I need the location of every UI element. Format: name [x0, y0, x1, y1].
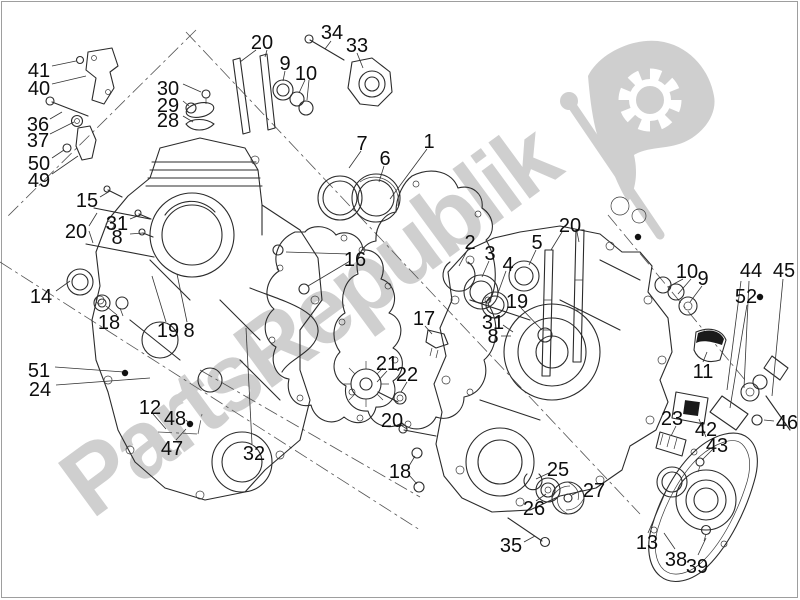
leader-lines	[49, 40, 784, 556]
mount-bracket-drawing	[45, 47, 119, 161]
part-callout-3: 3	[484, 243, 495, 265]
part-callout-18: 18	[98, 312, 120, 334]
part-callout-21: 21	[376, 353, 398, 375]
part-callout-9: 9	[279, 53, 290, 75]
part-callout-40: 40	[28, 78, 50, 100]
part-callout-23: 23	[661, 408, 683, 430]
part-callout-1: 1	[423, 131, 434, 153]
gear-icon	[618, 68, 682, 132]
part-callout-19: 19	[506, 291, 528, 313]
part-callout-26: 26	[523, 498, 545, 520]
part-callout-38: 38	[665, 549, 687, 571]
part-callout-25: 25	[547, 459, 569, 481]
part-callout-44: 44	[740, 260, 762, 282]
part-callout-10: 10	[676, 261, 698, 283]
part-callout-16: 16	[344, 249, 366, 271]
part-callout-36: 36	[27, 114, 49, 136]
part-callout-12: 12	[139, 397, 161, 419]
part-callout-8: 8	[111, 227, 122, 249]
part-callout-31: 31	[482, 312, 504, 334]
oil-pipe-drawing	[249, 287, 319, 373]
part-callout-35: 35	[500, 535, 522, 557]
part-callout-19: 19	[157, 320, 179, 342]
part-callout-2: 2	[464, 232, 475, 254]
small-drive-parts-drawing	[343, 329, 449, 493]
part-callout-22: 22	[396, 364, 418, 386]
part-callout-20: 20	[381, 410, 403, 432]
part-callout-18: 18	[389, 461, 411, 483]
part-callout-32: 32	[243, 443, 265, 465]
part-callout-41: 41	[28, 60, 50, 82]
part-callout-8: 8	[487, 326, 498, 348]
part-callout-15: 15	[76, 190, 98, 212]
part-callout-20: 20	[559, 215, 581, 237]
left-crankcase-drawing	[91, 137, 323, 501]
exploded-view-drawing	[45, 34, 791, 582]
part-callout-33: 33	[346, 35, 368, 57]
flag-icon	[560, 40, 715, 240]
part-callout-20: 20	[251, 32, 273, 54]
part-callout-28: 28	[157, 110, 179, 132]
breather-valve-drawing	[185, 89, 215, 131]
part-callout-29: 29	[157, 95, 179, 117]
part-callout-48: 48	[164, 408, 186, 430]
part-callout-50: 50	[28, 153, 50, 175]
part-callout-10: 10	[295, 63, 317, 85]
part-callout-5: 5	[531, 232, 542, 254]
part-callout-4: 4	[502, 254, 513, 276]
part-callout-17: 17	[413, 308, 435, 330]
part-callout-45: 45	[773, 260, 795, 282]
left-fasteners-drawing	[66, 185, 155, 312]
part-callout-51: 51	[28, 360, 50, 382]
tensioner-drawing	[232, 34, 393, 135]
part-callout-37: 37	[27, 130, 49, 152]
part-callout-31: 31	[106, 213, 128, 235]
part-callout-20: 20	[65, 221, 87, 243]
construction-lines	[0, 29, 746, 531]
water-pump-drawing	[507, 473, 585, 548]
part-callout-49: 49	[28, 170, 50, 192]
part-callout-8: 8	[183, 320, 194, 342]
part-callout-13: 13	[636, 532, 658, 554]
part-callout-47: 47	[161, 438, 183, 460]
flag-pole-knob	[560, 92, 578, 110]
clutch-cover-drawing	[648, 432, 758, 582]
part-callout-30: 30	[157, 78, 179, 100]
crankcase-gasket-drawing	[264, 226, 403, 424]
part-callout-11: 11	[693, 361, 714, 383]
reference-dots	[121, 233, 764, 428]
part-callout-6: 6	[379, 148, 390, 170]
part-callout-52: 52	[735, 286, 757, 308]
part-callout-14: 14	[30, 286, 52, 308]
watermark-layer: PartsRepublik	[41, 40, 715, 537]
part-callout-43: 43	[706, 435, 728, 457]
part-callout-7: 7	[356, 133, 367, 155]
right-studs-drawing	[541, 229, 585, 377]
part-callout-9: 9	[697, 268, 708, 290]
part-callout-42: 42	[695, 419, 717, 441]
part-callout-46: 46	[776, 412, 798, 434]
bearings-seals-drawing	[272, 173, 553, 343]
flag-banner	[588, 40, 715, 202]
part-callout-39: 39	[686, 556, 708, 578]
part-callout-27: 27	[583, 480, 605, 502]
part-callout-34: 34	[321, 22, 343, 44]
part-callout-24: 24	[29, 379, 51, 401]
